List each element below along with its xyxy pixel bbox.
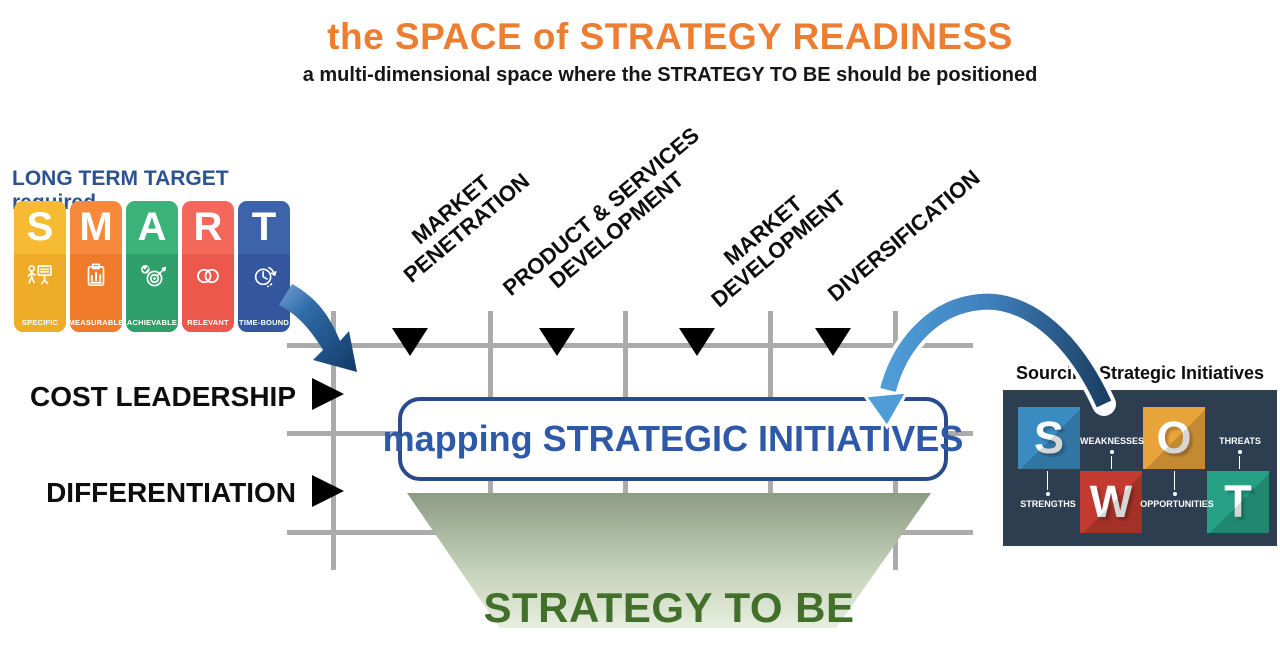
column-marker-triangle — [815, 328, 851, 356]
row-label-cost-leadership: COST LEADERSHIP — [29, 381, 296, 412]
connector-dot — [1110, 450, 1114, 454]
row-marker-triangle — [312, 475, 344, 507]
connector-line — [1174, 471, 1175, 490]
row-label-differentiation: DIFFERENTIATION — [46, 477, 296, 508]
smart-letter: M — [70, 201, 122, 254]
smart-tile-body: SPECIFIC — [14, 254, 66, 332]
page-subtitle: a multi-dimensional space where the STRA… — [302, 64, 1038, 86]
smart-letter: T — [238, 201, 290, 254]
smart-to-grid-arrow — [279, 284, 357, 372]
swot-panel: S W O T WEAKNESSES THREATS STRENGTHS OPP… — [1003, 390, 1277, 546]
connector-line — [1047, 471, 1048, 490]
column-marker-triangle — [539, 328, 575, 356]
smart-tile-body: ACHIEVABLE — [126, 254, 178, 332]
page-title: the SPACE of STRATEGY READINESS — [327, 16, 1013, 57]
smart-letter: A — [126, 201, 178, 254]
column-label-line: PRODUCT & SERVICES — [498, 122, 704, 301]
smart-tiles: S SPECIFIC M — [14, 201, 290, 332]
grid-vline-1 — [331, 311, 336, 570]
smart-tile-label: MEASURABLE — [70, 318, 122, 327]
threats-label: THREATS — [1219, 436, 1261, 446]
opportunities-label: OPPORTUNITIES — [1140, 499, 1214, 509]
swot-tile-threats: T — [1207, 471, 1269, 533]
strategy-to-be-label: STRATEGY TO BE — [483, 584, 855, 631]
smart-tile-label: SPECIFIC — [21, 318, 59, 327]
column-marker-triangle — [679, 328, 715, 356]
column-label-line: DIVERSIFICATION — [822, 164, 985, 307]
overlap-circles-icon — [193, 261, 223, 291]
column-label-diversification: DIVERSIFICATION — [822, 164, 985, 307]
connector-dot — [1238, 450, 1242, 454]
weaknesses-label: WEAKNESSES — [1079, 436, 1144, 446]
smart-tile-label: RELEVANT — [187, 318, 229, 327]
smart-tile-specific: S SPECIFIC — [14, 201, 66, 332]
sourcing-strategic-initiatives-heading: Sourcing Strategic Initiatives — [1015, 363, 1265, 383]
smart-tile-relevant: R RELEVANT — [182, 201, 234, 332]
smart-tile-label: ACHIEVABLE — [126, 318, 178, 327]
swot-tile-weaknesses: W — [1080, 471, 1142, 533]
grid-hline-1 — [287, 343, 973, 348]
column-label-market-penetration: MARKET PENETRATION — [384, 150, 535, 287]
connector-line — [1111, 456, 1112, 469]
swot-tile-strengths: S — [1018, 407, 1080, 469]
clipboard-chart-icon — [81, 261, 111, 291]
swot-tile-opportunities: O — [1143, 407, 1205, 469]
smart-tile-body: TIME-BOUND — [238, 254, 290, 332]
row-marker-triangle — [312, 378, 344, 410]
smart-letter: R — [182, 201, 234, 254]
smart-tile-measurable: M MEASURABLE — [70, 201, 122, 332]
smart-tile-body: MEASURABLE — [70, 254, 122, 332]
mapping-strategic-initiatives-box: mapping STRATEGIC INITIATIVES — [383, 397, 963, 481]
smart-tile-label: TIME-BOUND — [239, 318, 289, 327]
swot-to-box-arrow — [880, 293, 1112, 408]
target-check-icon — [137, 261, 167, 291]
column-label-product-services-development: PRODUCT & SERVICES DEVELOPMENT — [498, 122, 720, 319]
smart-letter: S — [14, 201, 66, 254]
clock-arrow-icon — [249, 261, 279, 291]
smart-tile-time-bound: T TIME-BOUND — [238, 201, 290, 332]
column-marker-triangle — [392, 328, 428, 356]
connector-dot — [1173, 492, 1177, 496]
presenter-board-icon — [25, 261, 55, 291]
connector-line — [1239, 456, 1240, 469]
connector-dot — [1046, 492, 1050, 496]
strategy-funnel-trapezoid — [407, 493, 931, 628]
smart-tile-achievable: A ACHIEVABLE — [126, 201, 178, 332]
swot-to-box-arrow-casing — [876, 289, 1116, 416]
strengths-label: STRENGTHS — [1020, 499, 1076, 509]
column-label-line: DEVELOPMENT — [544, 166, 689, 294]
smart-tile-body: RELEVANT — [182, 254, 234, 332]
